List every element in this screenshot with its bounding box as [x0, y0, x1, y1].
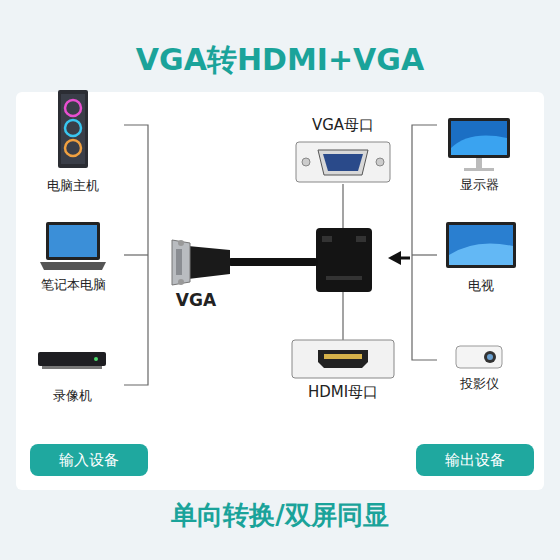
- vga-cable: [228, 258, 318, 266]
- adapter: [326, 276, 362, 280]
- output-bracket: [412, 125, 437, 360]
- device-group-button: 输入设备: [30, 444, 148, 476]
- pc-tower-icon: [65, 120, 81, 136]
- vga-female-port: [296, 142, 390, 182]
- laptop-icon: [49, 225, 97, 257]
- caption: 单向转换/双屏同显: [171, 500, 389, 531]
- direction-arrow: [388, 251, 401, 265]
- tv-icon: [449, 243, 513, 265]
- vga-cable: [178, 279, 184, 285]
- hdmi-female-port: [292, 340, 394, 378]
- vga-female-port: [318, 150, 368, 175]
- pc-tower-icon: [58, 90, 88, 168]
- hdmi-female-port: [324, 354, 362, 359]
- vga-female-port: [323, 154, 363, 171]
- tv-icon: [446, 222, 516, 268]
- pc-tower-icon: [61, 94, 85, 164]
- monitor-icon: [448, 118, 510, 158]
- adapter: [356, 236, 366, 242]
- projector-icon: [484, 351, 496, 363]
- adapter: [316, 228, 372, 292]
- device-label: 笔记本电脑: [41, 277, 106, 293]
- hdmi-female-port: [292, 340, 394, 378]
- direction-arrow: [388, 251, 410, 265]
- panel: [16, 92, 544, 490]
- monitor-icon: [476, 158, 482, 168]
- tv-icon: [446, 222, 516, 268]
- adapter: [316, 228, 372, 292]
- pc-tower-icon: [65, 140, 81, 156]
- output-bracket: [412, 125, 437, 360]
- recorder-icon: [94, 357, 98, 361]
- monitor-icon: [451, 121, 507, 155]
- vga-female-port: [302, 158, 310, 166]
- recorder-icon: [42, 366, 102, 369]
- leader-line: [342, 184, 343, 228]
- leader-line: [342, 292, 343, 340]
- tv-icon: [449, 225, 513, 265]
- vga-cable: [188, 246, 230, 279]
- vga-female-port: [376, 158, 384, 166]
- pc-tower-icon: [58, 90, 88, 168]
- port-label: VGA母口: [312, 116, 374, 134]
- device-label: 录像机: [53, 388, 92, 404]
- connector-label: VGA: [176, 290, 216, 310]
- laptop-icon: [40, 262, 106, 270]
- output-bracket: [412, 254, 437, 255]
- monitor-icon: [464, 168, 494, 171]
- monitor-icon: [451, 136, 507, 155]
- device-label: 电脑主机: [47, 178, 99, 194]
- button-text: 输入设备: [59, 451, 119, 469]
- direction-arrow: [400, 257, 410, 260]
- recorder-icon: [38, 352, 106, 369]
- title: VGA转HDMI+VGA: [136, 42, 424, 78]
- vga-female-port: [296, 142, 390, 182]
- device-label: 投影仪: [460, 376, 499, 392]
- projector-icon: [456, 346, 502, 368]
- projector-icon: [456, 346, 502, 368]
- input-bracket: [124, 125, 148, 385]
- pc-tower-icon: [65, 100, 81, 116]
- port-label: HDMI母口: [308, 383, 378, 401]
- recorder-icon: [38, 352, 106, 366]
- device-group-button: 输出设备: [416, 444, 534, 476]
- device-label: 电视: [468, 278, 494, 294]
- vga-cable: [172, 240, 190, 285]
- button-text: 输出设备: [445, 451, 505, 469]
- laptop-icon: [40, 222, 106, 270]
- laptop-icon: [46, 222, 100, 260]
- hdmi-female-port: [318, 350, 368, 368]
- panel: [16, 92, 544, 490]
- projector-icon: [487, 354, 493, 360]
- input-bracket: [124, 254, 148, 255]
- device-label: 显示器: [460, 177, 499, 193]
- vga-cable: [176, 249, 182, 275]
- monitor-icon: [448, 118, 510, 171]
- vga-cable: [178, 240, 184, 246]
- input-bracket: [124, 125, 148, 385]
- vga-cable: [172, 240, 318, 285]
- adapter: [322, 236, 332, 242]
